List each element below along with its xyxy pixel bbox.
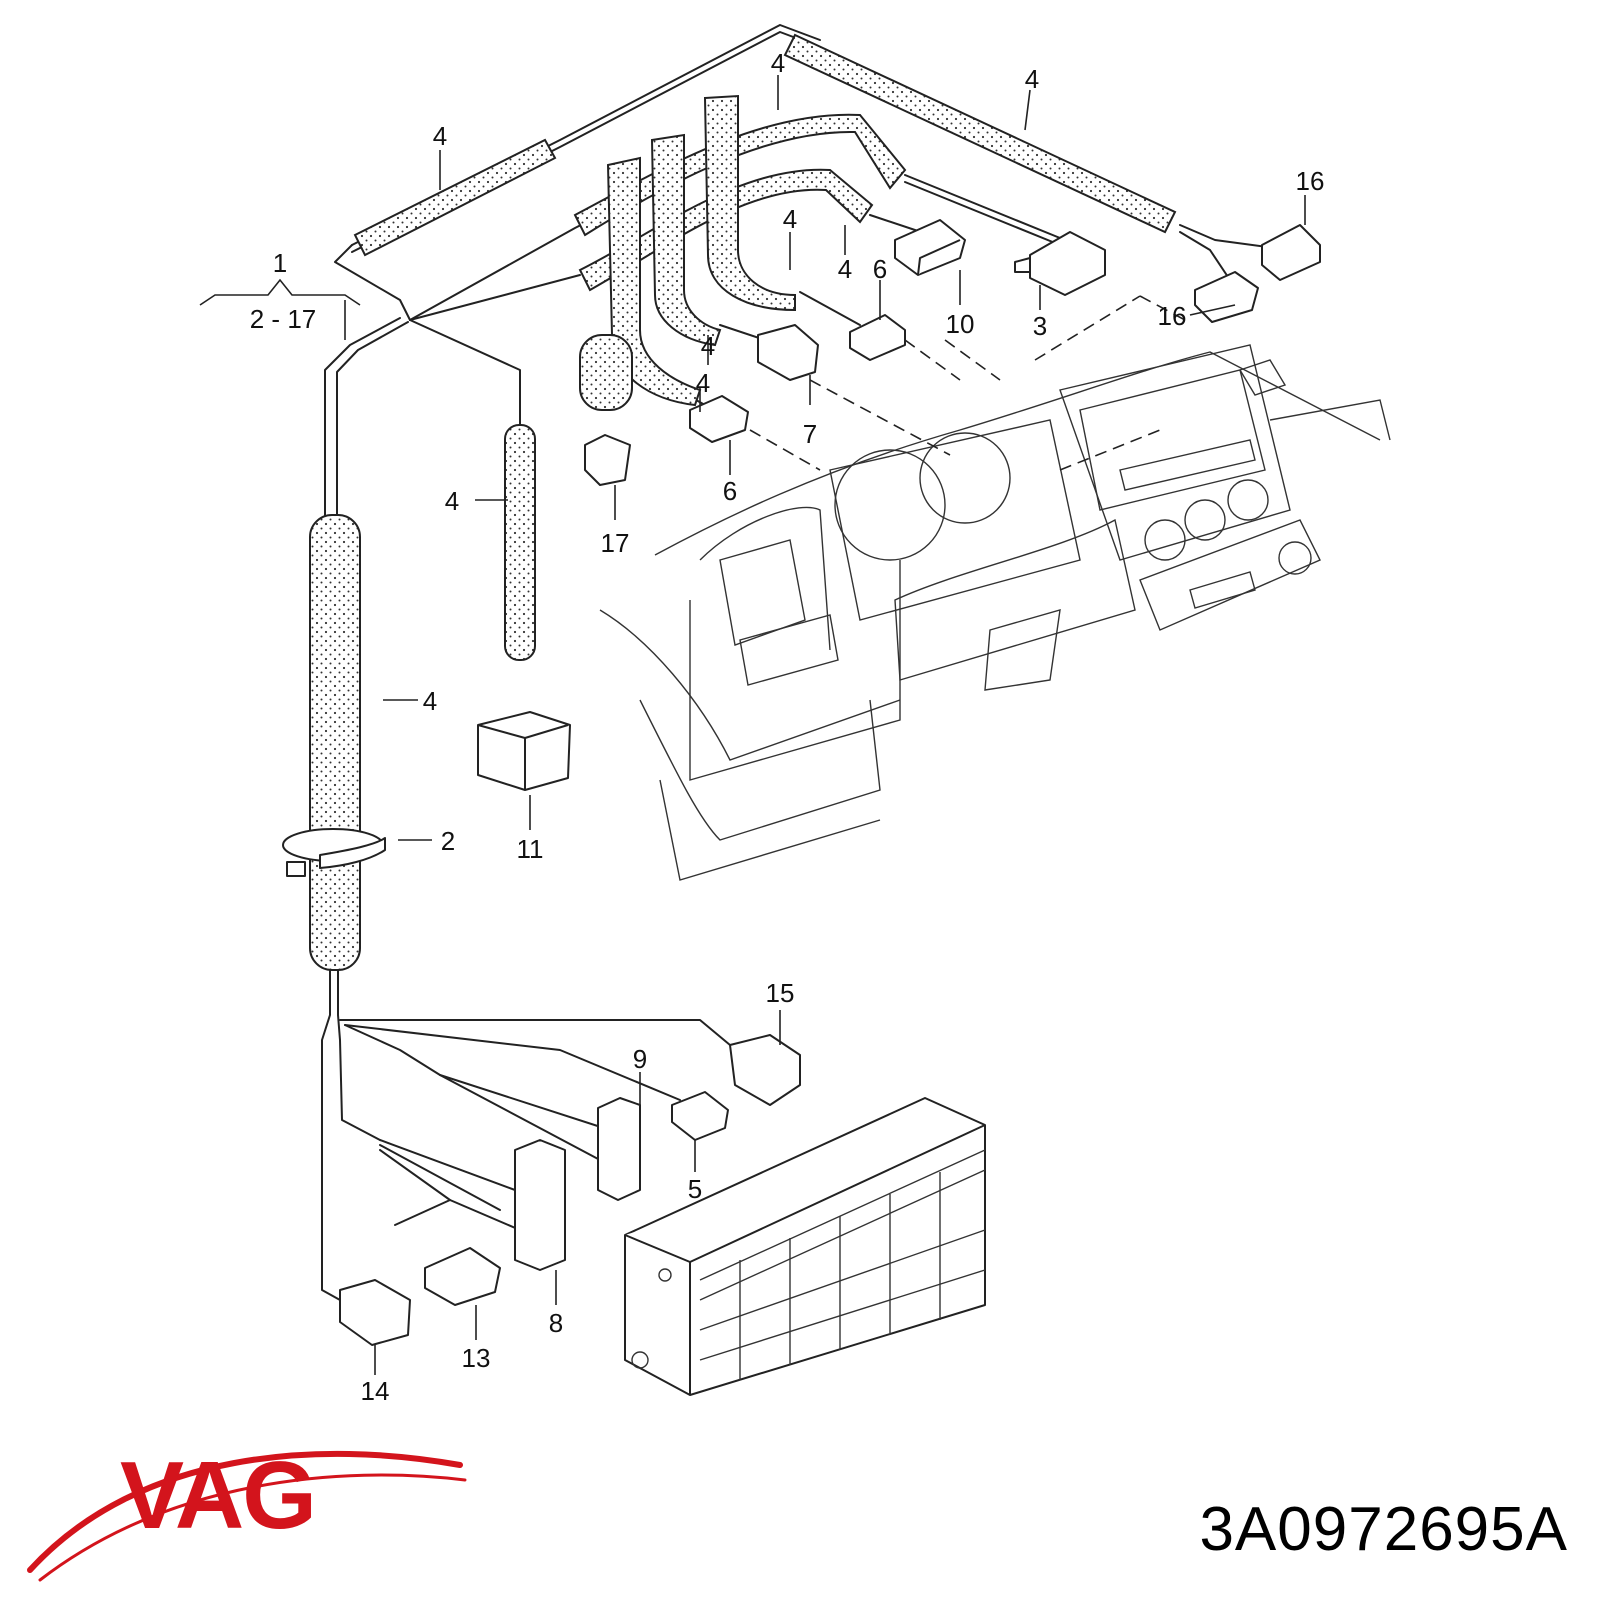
callout-4-i: 4: [423, 686, 437, 716]
connector-7: [757, 324, 819, 381]
connector-16b: [1194, 271, 1259, 323]
callout-1: 1: [273, 248, 287, 278]
callout-13: 13: [462, 1343, 491, 1373]
leader-lines: [199, 75, 1306, 1375]
callout-4-b: 4: [771, 48, 785, 78]
connector-10: [894, 219, 966, 276]
svg-text:VAG: VAG: [120, 1442, 315, 1549]
connector-14: [339, 1279, 411, 1346]
callout-2: 2: [441, 826, 455, 856]
callout-6-b: 6: [723, 476, 737, 506]
callout-4-a: 4: [433, 121, 447, 151]
callout-4-c: 4: [1025, 64, 1039, 94]
connector-5: [671, 1091, 729, 1141]
cable-clip-2: [282, 828, 386, 877]
callout-4-f: 4: [701, 331, 715, 361]
connector-17: [584, 434, 631, 486]
callout-5: 5: [688, 1174, 702, 1204]
connector-13: [424, 1247, 501, 1306]
callout-16-b: 16: [1158, 301, 1187, 331]
callout-17: 17: [601, 528, 630, 558]
callout-2-17: 2 - 17: [250, 304, 317, 334]
connector-9: [597, 1097, 641, 1201]
part-number: 3A0972695A: [1199, 1495, 1568, 1564]
connector-15: [729, 1034, 801, 1106]
callout-4-g: 4: [696, 368, 710, 398]
connector-6-upper: [849, 314, 906, 361]
connector-8: [514, 1139, 566, 1271]
vag-logo: VAG: [27, 1442, 467, 1582]
connector-11: [477, 711, 571, 791]
relay-fuse-box: [624, 1097, 986, 1396]
dashed-reference-lines: [749, 295, 1186, 471]
callout-10: 10: [946, 309, 975, 339]
callout-7: 7: [803, 419, 817, 449]
dashboard-outline: [599, 344, 1391, 881]
callout-9: 9: [633, 1044, 647, 1074]
callout-14: 14: [361, 1376, 390, 1406]
callout-15: 15: [766, 978, 795, 1008]
callout-11: 11: [517, 834, 544, 864]
callout-3: 3: [1033, 311, 1047, 341]
callout-16-a: 16: [1296, 166, 1325, 196]
callout-4-h: 4: [445, 486, 459, 516]
lower-harness: [321, 969, 731, 1301]
connector-6-lower: [689, 395, 749, 443]
callout-labels: 1 2 - 17 4 4 4 4 4 4 4 4 4 6 6 16 16 10 …: [250, 48, 1325, 1406]
connector-3: [1014, 231, 1106, 296]
connector-16a: [1261, 224, 1321, 281]
callout-6-a: 6: [873, 254, 887, 284]
callout-8: 8: [549, 1308, 563, 1338]
callout-4-e: 4: [838, 254, 852, 284]
callout-4-d: 4: [783, 204, 797, 234]
